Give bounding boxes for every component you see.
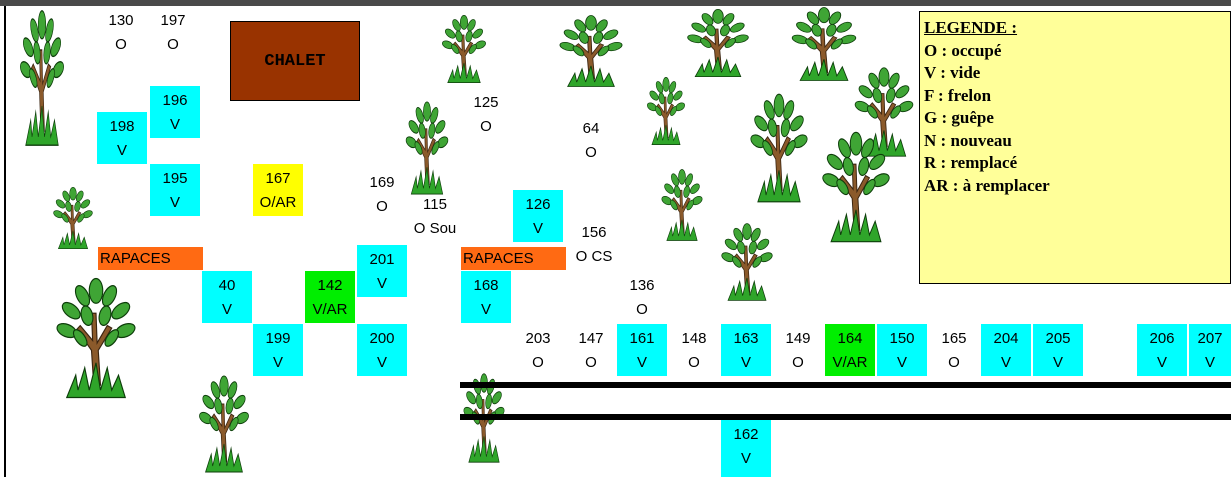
legend-item: F : frelon	[924, 85, 992, 105]
legend-item: N : nouveau	[924, 130, 1012, 150]
top-border	[0, 0, 1231, 6]
left-border	[4, 6, 6, 477]
legend-item: R : remplacé	[924, 153, 1018, 172]
rail-top	[460, 382, 1231, 388]
tree-icon	[18, 10, 66, 146]
legend-item: AR : à remplacer	[924, 175, 1050, 195]
legend-item: V : vide	[924, 63, 981, 82]
legend-item: O : occupé	[924, 40, 1002, 60]
chalet-building: CHALET	[230, 21, 360, 101]
tree-icon	[558, 15, 624, 87]
legend-box: LEGENDE : O : occupé V : vide F : frelon…	[919, 11, 1231, 284]
tree-icon	[685, 8, 751, 78]
tree-icon	[52, 186, 94, 250]
tree-icon	[197, 375, 251, 473]
tree-icon	[441, 15, 487, 83]
rapaces-label: RAPACES	[98, 247, 203, 270]
tree-icon	[820, 131, 892, 243]
rail-bottom	[460, 414, 1231, 420]
rapaces-label: RAPACES	[461, 247, 566, 270]
tree-icon	[660, 169, 704, 241]
legend-title: LEGENDE :	[924, 18, 1018, 37]
tree-icon	[646, 77, 686, 145]
tree-icon	[54, 277, 138, 399]
tree-icon	[720, 223, 774, 301]
legend-item: G : guêpe	[924, 108, 994, 127]
tree-icon	[749, 93, 809, 203]
